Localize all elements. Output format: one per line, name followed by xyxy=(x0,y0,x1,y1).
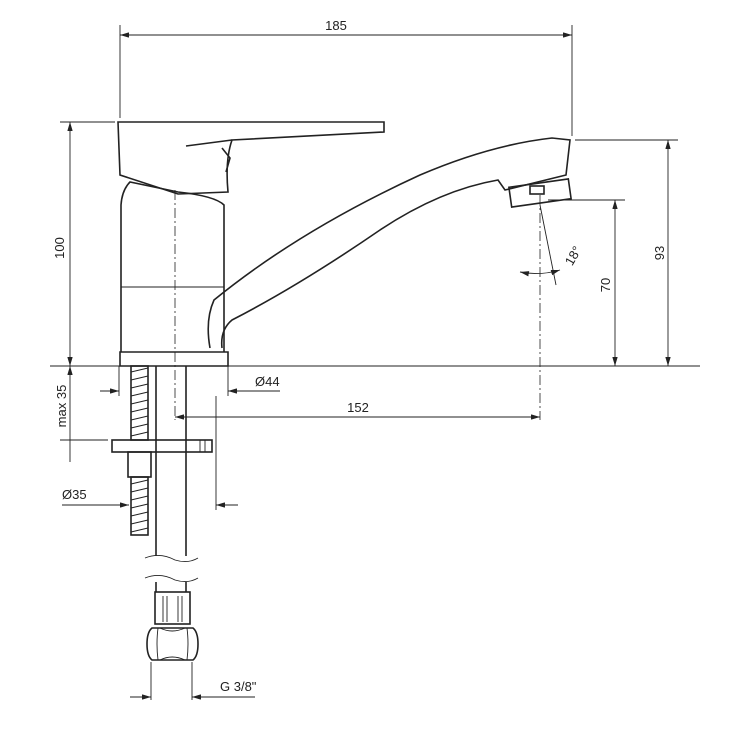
faucet-outline xyxy=(117,121,573,420)
dim-outlet-height: 70 xyxy=(598,278,613,292)
dim-max-counter-thickness: max 35 xyxy=(54,385,69,428)
mounting-assembly xyxy=(111,365,213,661)
dim-spout-height: 93 xyxy=(652,246,667,260)
dimension-labels: 185 100 93 70 18° Ø44 152 max 35 Ø35 G 3… xyxy=(52,18,667,694)
dim-hole-diameter: Ø35 xyxy=(62,487,87,502)
dim-overall-width: 185 xyxy=(325,18,347,33)
dim-base-diameter: Ø44 xyxy=(255,374,280,389)
dim-total-height: 100 xyxy=(52,237,67,259)
dim-connection-thread: G 3/8" xyxy=(220,679,257,694)
dimension-lines xyxy=(50,25,700,700)
dim-spout-reach: 152 xyxy=(347,400,369,415)
dim-outlet-angle: 18° xyxy=(562,243,585,268)
